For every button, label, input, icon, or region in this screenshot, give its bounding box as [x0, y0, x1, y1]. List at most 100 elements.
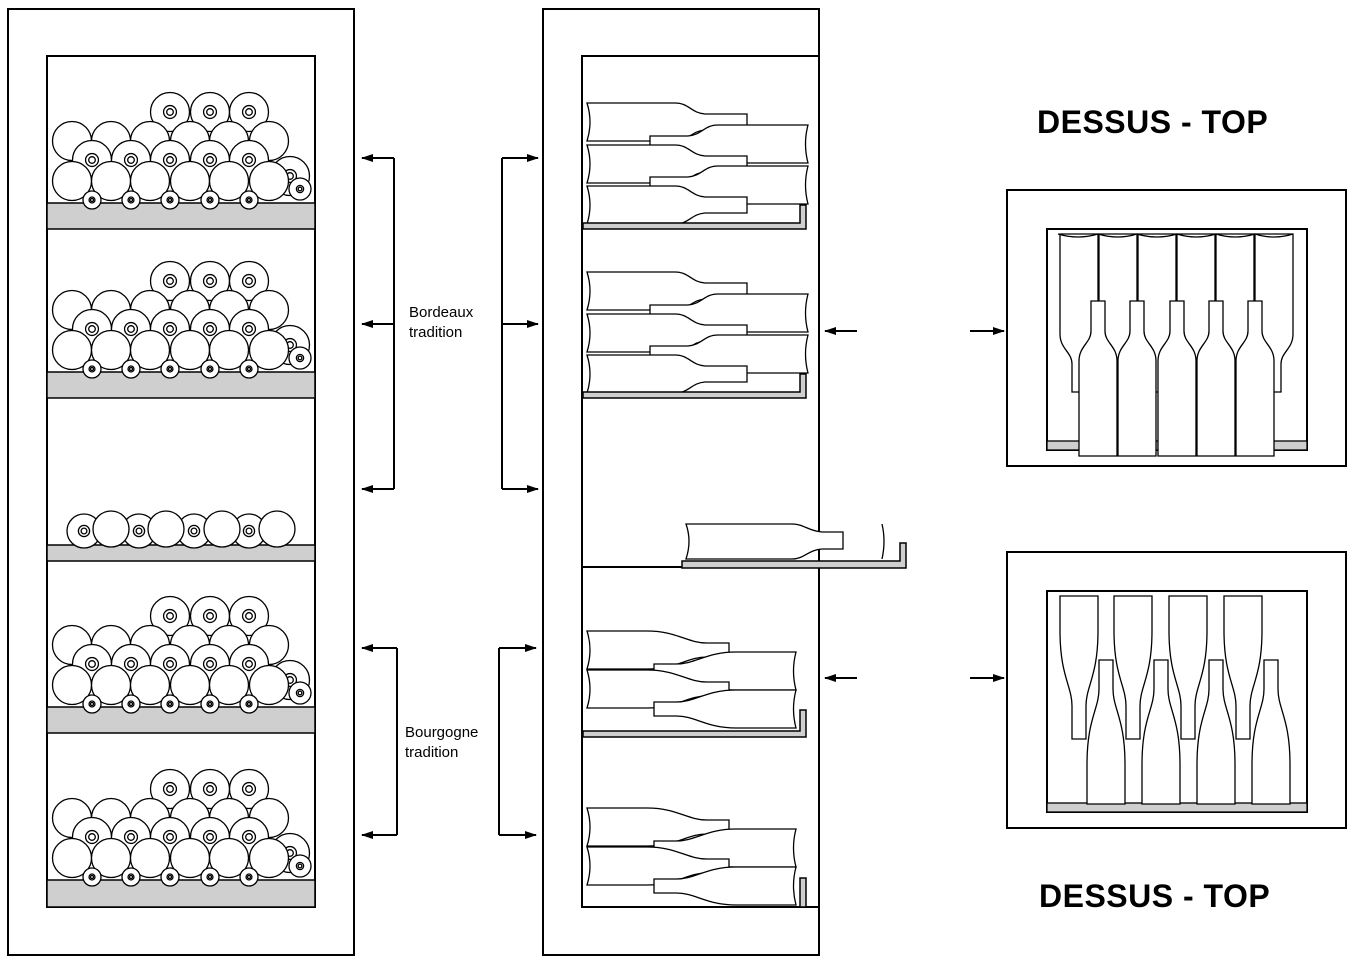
bottle-cork	[127, 660, 135, 668]
bottle-cork	[166, 660, 174, 668]
bordeaux-label-line-2: tradition	[409, 324, 463, 341]
bottle-cork	[89, 197, 95, 203]
bourgogne-label-line-1: Bourgogne	[405, 724, 479, 741]
bottle-cork	[246, 197, 252, 203]
bottle-cork	[297, 690, 303, 696]
top-bottle	[1196, 300, 1236, 457]
bottle-cork	[127, 325, 135, 333]
bottle-base	[208, 837, 250, 879]
bourgogne-label-line-2: tradition	[405, 744, 459, 761]
top-view-title-lower: DESSUS - TOP	[1039, 878, 1271, 914]
bottle-base	[147, 510, 185, 548]
bottle-cork	[245, 156, 253, 164]
side-bottle	[653, 689, 797, 729]
side-bottle	[586, 354, 748, 394]
bottle-cork	[89, 701, 95, 707]
bottle-cork	[166, 325, 174, 333]
side-view-shelves	[582, 204, 907, 908]
side-bottle	[685, 523, 844, 560]
bottle-cork	[206, 612, 214, 620]
bottle-cork	[207, 197, 213, 203]
bottle-cork	[166, 108, 174, 116]
bottle-base	[129, 664, 171, 706]
bottle-cork	[128, 701, 134, 707]
bottle-cork	[127, 156, 135, 164]
side-bottle	[586, 102, 748, 142]
top-view-title-upper: DESSUS - TOP	[1037, 104, 1269, 140]
bottle-cork	[206, 833, 214, 841]
bottle-base	[129, 837, 171, 879]
top-bottle	[1223, 595, 1263, 740]
bottle-cork	[245, 325, 253, 333]
bottle-cork	[80, 527, 88, 535]
bottle-base	[203, 510, 241, 548]
top-bottle	[1157, 300, 1197, 457]
bourgogne-zone-label: Bourgogne tradition	[405, 723, 478, 763]
side-bottle	[586, 807, 730, 847]
bottle-cork	[167, 197, 173, 203]
top-view-bourgogne	[1006, 551, 1347, 829]
bottle-cork	[190, 527, 198, 535]
bottle-cork	[135, 527, 143, 535]
bottle-cork	[245, 108, 253, 116]
bottle-cork	[89, 366, 95, 372]
top-bottle	[1059, 595, 1099, 740]
bottle-base	[248, 329, 290, 371]
top-bottle	[1117, 300, 1157, 457]
bordeaux-label-line-1: Bordeaux	[409, 304, 474, 321]
side-bottle	[586, 669, 730, 709]
bottle-cork	[128, 197, 134, 203]
bottle-cork	[245, 660, 253, 668]
zone-brackets	[361, 154, 539, 839]
bottle-cork	[207, 874, 213, 880]
bottle-cork	[297, 186, 303, 192]
bottle-cork	[89, 874, 95, 880]
bottle-cork	[246, 874, 252, 880]
bottle-base	[208, 160, 250, 202]
bottle-cork	[207, 701, 213, 707]
bottle-cork	[207, 366, 213, 372]
top-bottle	[1168, 595, 1208, 740]
bottle-cork	[88, 833, 96, 841]
bottle-base	[208, 664, 250, 706]
bottle-cork	[127, 833, 135, 841]
bottle-cork	[167, 701, 173, 707]
bottle-cork	[167, 366, 173, 372]
bottle-cork	[166, 277, 174, 285]
bottle-base	[129, 160, 171, 202]
top-view-bordeaux	[1006, 189, 1347, 467]
bottle-cork	[245, 612, 253, 620]
front-view-shelves	[46, 202, 316, 908]
bottle-cork	[206, 108, 214, 116]
bottle-cork	[166, 612, 174, 620]
bottle-base	[92, 510, 130, 548]
bottle-cork	[206, 660, 214, 668]
top-bottle	[1113, 595, 1153, 740]
bottle-cork	[246, 366, 252, 372]
bottle-cork	[206, 277, 214, 285]
side-bottle	[653, 866, 797, 906]
top-bottle	[1141, 659, 1181, 805]
bottle-cork	[167, 874, 173, 880]
bottle-base-line	[1057, 233, 1294, 238]
side-bottle	[586, 630, 730, 670]
bottle-cork	[245, 785, 253, 793]
bottle-cork	[297, 863, 303, 869]
bottle-base	[258, 510, 296, 548]
bottle-cork	[166, 785, 174, 793]
top-bottle	[1086, 659, 1126, 805]
bottle-base	[248, 160, 290, 202]
front-view-bottles	[51, 91, 312, 887]
bottle-cork	[88, 660, 96, 668]
top-bottle	[1078, 300, 1118, 457]
side-bottle	[586, 271, 748, 311]
bottle-cork	[206, 156, 214, 164]
shelf-pointers	[824, 327, 1005, 682]
bottle-cork	[297, 355, 303, 361]
bottle-cork	[246, 701, 252, 707]
bottle-cork	[128, 874, 134, 880]
bottle-base-line	[881, 523, 885, 560]
bottle-cork	[88, 325, 96, 333]
bottle-cork	[245, 527, 253, 535]
